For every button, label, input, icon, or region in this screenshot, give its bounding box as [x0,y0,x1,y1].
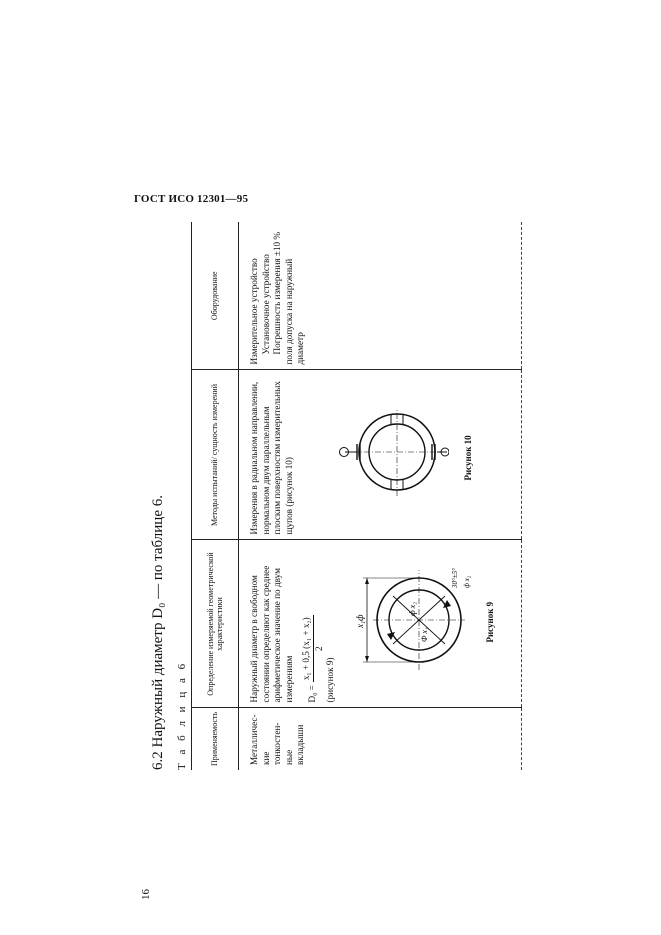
definition-ref: (рисунок 9) [325,657,335,703]
formula-lhs: D₀ = [307,685,318,703]
figure-9-caption: Рисунок 9 [485,601,495,643]
fig10-gauge-bottom [440,448,449,457]
cell-equipment: Измерительное устройство Установочное ус… [238,222,522,370]
table-row: Металличес-кие тонкостен-ные вкладыши На… [238,222,522,770]
applicability-text: Металличес-кие тонкостен-ные вкладыши [249,714,305,765]
table-6: Применяемость Определение измеряемой гео… [191,222,522,770]
cell-method: Измерения в радиальном направлении, норм… [238,370,522,540]
cell-definition: Наружный диаметр в свободном состоянии о… [238,540,522,708]
definition-text: Наружный диаметр в свободном состоянии о… [249,565,294,703]
cell-applicability: Металличес-кие тонкостен-ные вкладыши [238,708,522,770]
formula-d0: D₀ = x₁ + 0,5 (x₁ + x₂) 2 [301,546,325,703]
header-methods: Методы испытаний/ сущность измерений [191,370,239,540]
rotated-page-content: 16 6.2 Наружный диаметр D₀ — по таблице … [140,222,522,900]
section-title: 6.2 Наружный диаметр D₀ — по таблице 6. [150,495,166,770]
page-number: 16 [140,889,152,900]
fig9-label-inner2: ф x₂ [408,602,417,616]
table-caption: Т а б л и ц а 6 [176,660,188,770]
fig9-label-inner1: Ф x₁ [420,628,429,643]
figure-9-drawing: x₁ф Ф x₁ ф x₂ 30°±5° ф x₂ [355,568,471,671]
header-equipment: Оборудование [191,222,239,370]
equipment-line-3: Погрешность измерения ±10 % поля допуска… [272,231,305,365]
fig9-pad-2 [443,600,451,609]
fig9-label-top: x₁ф [355,614,365,629]
fig9-arrow-left [365,656,369,663]
header-definition: Определение измеряемой геометрической ха… [191,540,239,708]
fig9-pad-1 [387,632,395,641]
fig10-gauge-top [339,447,349,458]
method-text: Измерения в радиальном направлении, норм… [249,381,294,535]
header-applicability: Применяемость [191,708,239,770]
formula-denominator: 2 [313,646,324,652]
formula-numerator: x₁ + 0,5 (x₁ + x₂) [301,615,314,683]
table-header-row: Применяемость Определение измеряемой гео… [191,222,239,770]
equipment-line-1: Измерительное устройство [249,258,259,365]
equipment-line-2: Установочное устройство [260,254,271,355]
fig9-label-small: ф x₂ [463,576,471,589]
fig9-label-angle: 30°±5° [451,568,459,589]
fig9-diag-2 [392,596,446,645]
fig9-arrow-right [365,578,369,585]
figure-10-caption: Рисунок 10 [463,435,473,481]
figure-10-drawing [339,408,449,497]
document-header: ГОСТ ИСО 12301—95 [134,193,249,205]
formula-fraction: x₁ + 0,5 (x₁ + x₂) 2 [301,615,325,683]
